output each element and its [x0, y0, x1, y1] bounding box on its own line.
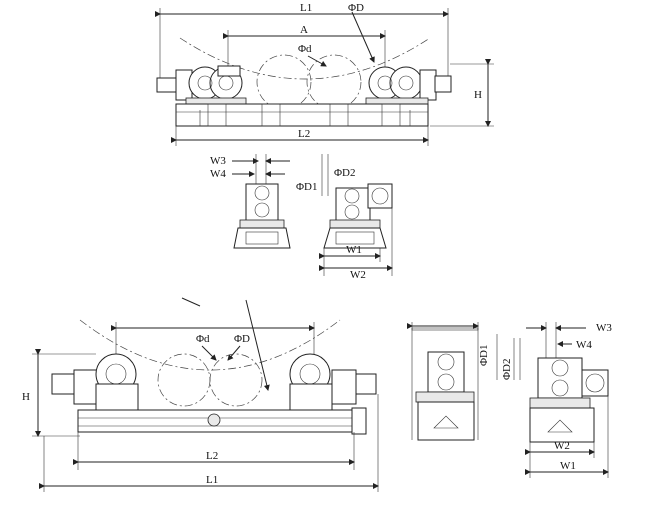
bot-phi-d-big-label: ΦD	[234, 333, 250, 345]
bot-l1-label: L1	[206, 474, 218, 486]
top-h-label: H	[474, 89, 482, 101]
top-l2-label: L2	[298, 128, 310, 140]
br-w3-label: W3	[596, 322, 612, 334]
bottom-front-view: Φd ΦD H L2	[22, 297, 379, 492]
mid-phi-d1-label: ΦD1	[296, 181, 317, 193]
top-l1-label: L1	[300, 2, 312, 14]
br-w1-label: W1	[560, 460, 576, 472]
mid-right-side-view	[323, 183, 393, 249]
bot-h-label: H	[22, 391, 30, 403]
mid-w2-label: W2	[350, 269, 366, 281]
br-w4-label: W4	[576, 339, 592, 351]
br-phi-d1-label: ΦD1	[478, 345, 490, 366]
top-front-view: L1 ΦD A Φd	[155, 2, 494, 146]
top-phi-d-big-label: ΦD	[348, 2, 364, 14]
bottom-right-side-views: ΦD1 ΦD2 W3 W4 W2 W1	[407, 322, 612, 478]
mid-w3-label: W3	[210, 155, 226, 167]
mid-left-side-view	[233, 183, 291, 249]
mid-w1-label: W1	[346, 244, 362, 256]
bot-l2-label: L2	[206, 450, 218, 462]
br-w2-label: W2	[554, 440, 570, 452]
bot-phi-d-small-label: Φd	[196, 333, 210, 345]
mid-phi-d2-label: ΦD2	[334, 167, 355, 179]
top-a-label: A	[300, 24, 308, 36]
mid-w4-label: W4	[210, 168, 226, 180]
br-phi-d2-label: ΦD2	[501, 359, 513, 380]
middle-side-views: W3 W4 ΦD2 ΦD1	[210, 154, 393, 281]
top-phi-d-small-label: Φd	[298, 43, 312, 55]
